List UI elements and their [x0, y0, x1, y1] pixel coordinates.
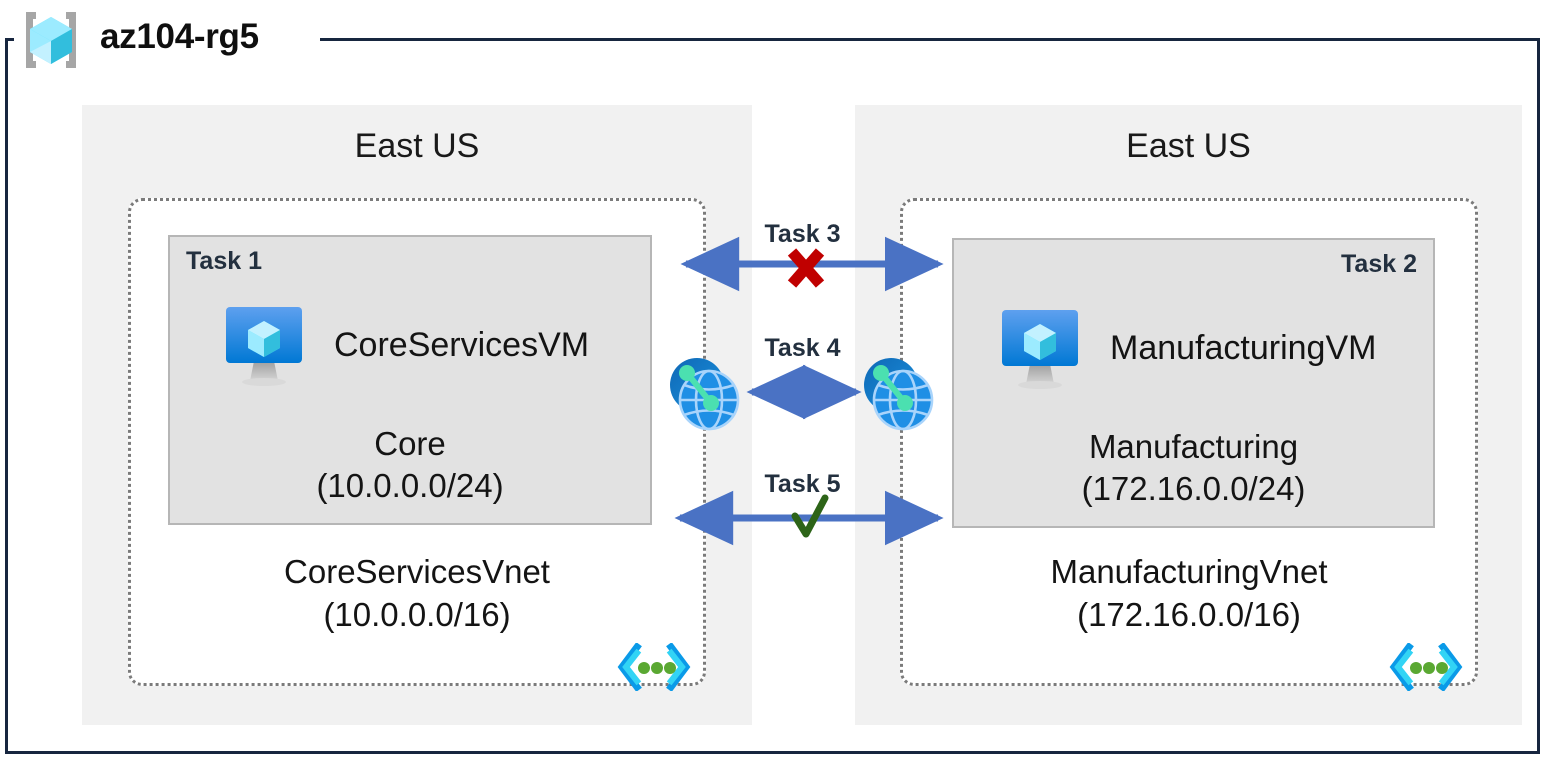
- subnet-manufacturing-label: Manufacturing (172.16.0.0/24): [954, 426, 1433, 510]
- vm-name-manufacturing: ManufacturingVM: [1110, 328, 1377, 367]
- virtual-machine-icon: [218, 299, 310, 391]
- vnet-manufacturing-cidr: (172.16.0.0/16): [1077, 596, 1301, 634]
- subnet-core-name: Core: [374, 424, 446, 462]
- region-label-right: East US: [1126, 127, 1251, 165]
- vnet-coreservices-name: CoreServicesVnet: [284, 552, 550, 590]
- subnet-manufacturing[interactable]: Task 2: [952, 238, 1435, 528]
- vm-manufacturing[interactable]: ManufacturingVM: [994, 302, 1376, 394]
- vnet-coreservices-label: CoreServicesVnet (10.0.0.0/16): [131, 550, 703, 637]
- resource-group-cube-icon: [14, 8, 88, 72]
- connector-label-task5: Task 5: [764, 470, 841, 498]
- vnet-peering-icon: [857, 352, 939, 434]
- vnet-icon: [1389, 642, 1463, 692]
- task-badge-2: Task 2: [1341, 250, 1417, 278]
- vnet-icon: [617, 642, 691, 692]
- vnet-manufacturing-label: ManufacturingVnet (172.16.0.0/16): [903, 550, 1475, 637]
- vnet-coreservices-cidr: (10.0.0.0/16): [323, 596, 511, 634]
- resource-group-title-mask: [88, 12, 320, 68]
- vm-name-coreservices: CoreServicesVM: [334, 325, 590, 364]
- connector-label-task4: Task 4: [764, 334, 841, 362]
- subnet-manufacturing-cidr: (172.16.0.0/24): [1081, 469, 1306, 507]
- subnet-core-cidr: (10.0.0.0/24): [316, 466, 504, 504]
- region-label-left: East US: [354, 127, 480, 165]
- subnet-core-label: Core (10.0.0.0/24): [170, 423, 650, 507]
- vnet-peering-icon: [663, 352, 745, 434]
- resource-group-frame: [5, 38, 1540, 754]
- task-badge-1: Task 1: [186, 247, 262, 275]
- connector-label-task3: Task 3: [764, 220, 841, 248]
- virtual-machine-icon: [994, 302, 1086, 394]
- vm-coreservices[interactable]: CoreServicesVM: [218, 299, 589, 391]
- subnet-core[interactable]: Task 1: [168, 235, 652, 525]
- vnet-manufacturing-name: ManufacturingVnet: [1050, 552, 1328, 590]
- subnet-manufacturing-name: Manufacturing: [1088, 427, 1299, 465]
- resource-group-name: az104-rg5: [100, 17, 259, 56]
